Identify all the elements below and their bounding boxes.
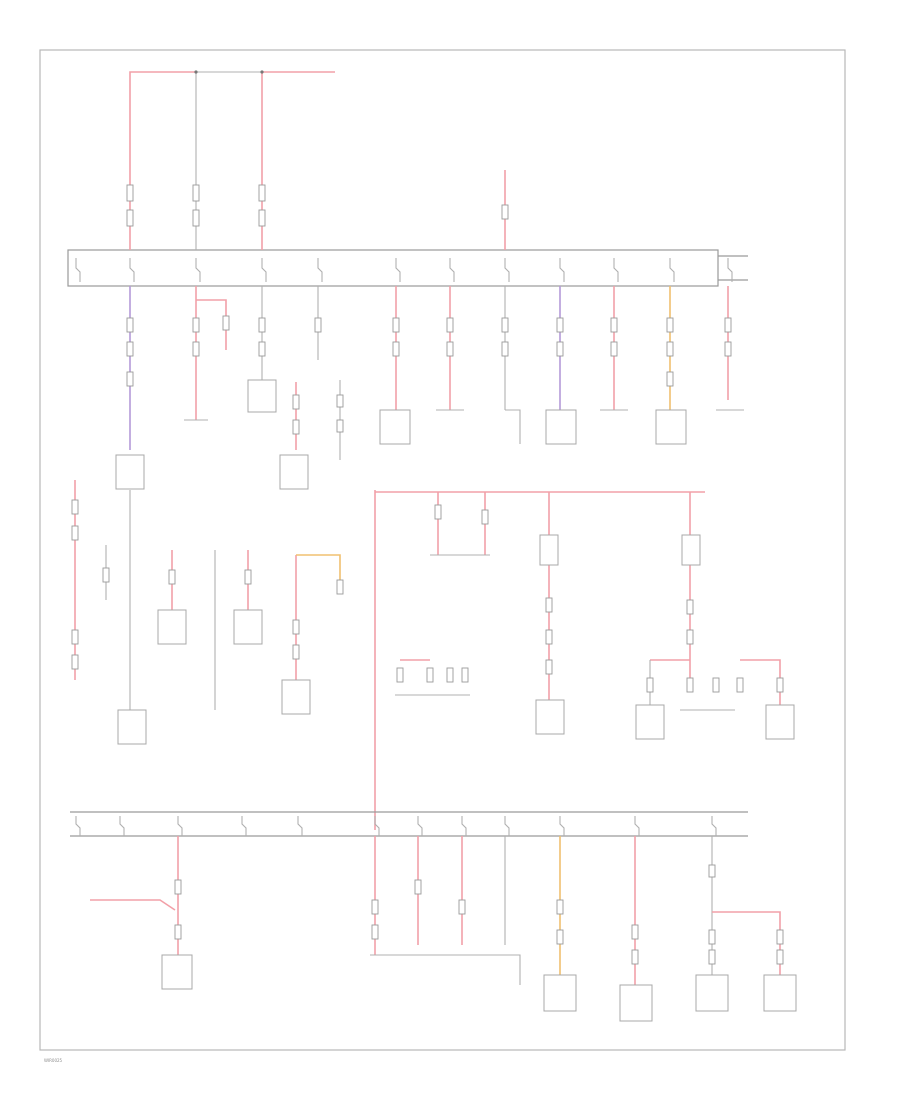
upper-branch-wires	[129, 286, 729, 450]
middle-right-circuits	[374, 490, 795, 830]
upper-branch-connectors	[126, 315, 732, 387]
left-circuits	[71, 380, 344, 745]
lower-branch-wires	[90, 836, 797, 1022]
upper-fuses	[75, 258, 733, 282]
upper-fuse-bus	[67, 249, 748, 287]
top-inline-connectors	[126, 184, 509, 227]
lower-fuse-bus	[70, 811, 748, 837]
top-feed-wires	[129, 70, 506, 250]
diagram-footer-code: WIR0025	[44, 1058, 63, 1063]
upper-components	[115, 379, 744, 490]
diagram-frame	[39, 49, 846, 1051]
